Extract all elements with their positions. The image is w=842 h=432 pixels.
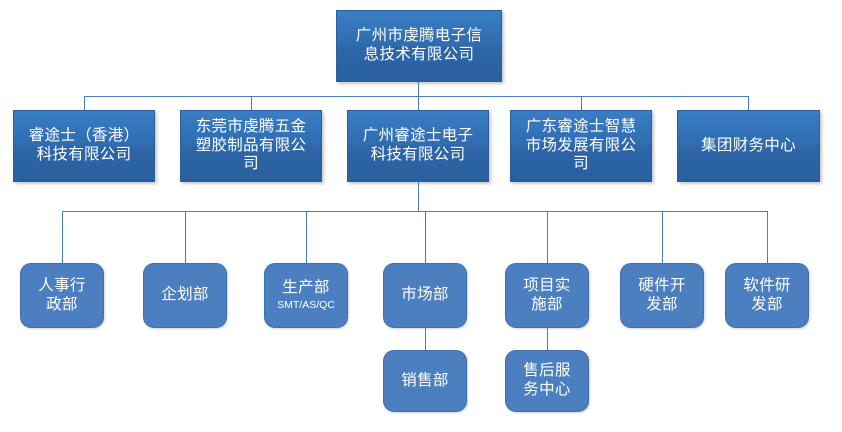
connector-level3-drop-2 xyxy=(185,211,186,263)
node-subsidiary-guangdong-line1: 广东睿途士智慧 xyxy=(525,117,637,135)
node-dept-production[interactable]: 生产部 SMT/AS/QC xyxy=(264,263,348,328)
connector-project-to-aftersales xyxy=(547,328,548,350)
node-subsidiary-guangdong[interactable]: 广东睿途士智慧 市场发展有限公 司 xyxy=(510,110,652,182)
node-dept-hardware-development-line2: 发部 xyxy=(646,295,678,313)
node-group-finance-center-line1: 集团财务中心 xyxy=(701,136,796,154)
node-dept-software-development-line1: 软件研 xyxy=(743,276,791,294)
connector-level2-drop-3 xyxy=(418,96,419,110)
node-subsidiary-guangzhou-line1: 广州睿途士电子 xyxy=(362,127,474,145)
node-dept-planning[interactable]: 企划部 xyxy=(143,263,227,328)
node-dept-sales-line1: 销售部 xyxy=(401,371,449,389)
node-group-finance-center[interactable]: 集团财务中心 xyxy=(677,110,820,182)
node-subsidiary-guangzhou-line2: 科技有限公司 xyxy=(370,146,466,163)
node-dept-planning-line1: 企划部 xyxy=(161,286,209,304)
node-dept-marketing-line1: 市场部 xyxy=(401,286,449,304)
node-dept-project-implementation[interactable]: 项目实 施部 xyxy=(505,263,589,328)
node-subsidiary-guangzhou[interactable]: 广州睿途士电子 科技有限公司 xyxy=(347,110,489,182)
node-dept-software-development-line2: 发部 xyxy=(751,295,783,313)
connector-level2-bus xyxy=(84,96,749,97)
node-dept-hr-admin-line2: 政部 xyxy=(46,295,78,313)
connector-level2-drop-1 xyxy=(84,96,85,110)
connector-level3-drop-3 xyxy=(306,211,307,263)
connector-level3-drop-5 xyxy=(547,211,548,263)
connector-level3-drop-1 xyxy=(62,211,63,263)
node-root-company[interactable]: 广州市虔腾电子信 息技术有限公司 xyxy=(336,10,502,82)
node-dept-hr-admin-line1: 人事行 xyxy=(38,276,86,294)
node-dept-hardware-development-line1: 硬件开 xyxy=(638,276,686,294)
connector-level3-drop-7 xyxy=(767,211,768,263)
node-dept-after-sales-service-center-line2: 务中心 xyxy=(523,381,571,398)
connector-level2-drop-2 xyxy=(251,96,252,110)
connector-root-stem xyxy=(418,82,419,96)
node-subsidiary-hongkong[interactable]: 睿途士（香港） 科技有限公司 xyxy=(13,110,155,182)
connector-level3-bus xyxy=(62,211,767,212)
node-dept-after-sales-service-center-line1: 售后服 xyxy=(523,362,571,380)
node-subsidiary-guangdong-line2: 市场发展有限公 xyxy=(525,136,637,154)
connector-level2-drop-5 xyxy=(748,96,749,110)
node-subsidiary-hongkong-line1: 睿途士（香港） xyxy=(28,127,140,145)
connector-level2-drop-4 xyxy=(581,96,582,110)
node-subsidiary-dongguan[interactable]: 东莞市虔腾五金 塑胶制品有限公 司 xyxy=(180,110,322,182)
node-dept-sales[interactable]: 销售部 xyxy=(383,350,467,412)
node-dept-after-sales-service-center[interactable]: 售后服 务中心 xyxy=(505,350,589,412)
node-dept-marketing[interactable]: 市场部 xyxy=(383,263,467,328)
node-subsidiary-hongkong-line2: 科技有限公司 xyxy=(36,146,132,163)
node-root-company-line1: 广州市虔腾电子信 xyxy=(355,27,483,45)
node-dept-project-implementation-line2: 施部 xyxy=(531,295,563,313)
connector-level3-drop-4 xyxy=(425,211,426,263)
node-subsidiary-guangdong-line3: 司 xyxy=(573,155,589,173)
node-dept-software-development[interactable]: 软件研 发部 xyxy=(725,263,809,328)
node-dept-production-line1: 生产部 xyxy=(282,279,330,297)
node-dept-hr-admin[interactable]: 人事行 政部 xyxy=(20,263,104,328)
node-subsidiary-dongguan-line2: 塑胶制品有限公 xyxy=(195,136,307,154)
connector-marketing-to-sales xyxy=(425,328,426,350)
node-dept-project-implementation-line1: 项目实 xyxy=(523,276,571,294)
node-dept-production-subtitle: SMT/AS/QC xyxy=(277,299,335,312)
node-dept-hardware-development[interactable]: 硬件开 发部 xyxy=(620,263,704,328)
node-subsidiary-dongguan-line1: 东莞市虔腾五金 xyxy=(195,117,307,135)
connector-guangzhou-stem xyxy=(418,182,419,211)
node-subsidiary-dongguan-line3: 司 xyxy=(243,155,259,173)
node-root-company-line2: 息技术有限公司 xyxy=(363,46,475,63)
connector-level3-drop-6 xyxy=(662,211,663,263)
